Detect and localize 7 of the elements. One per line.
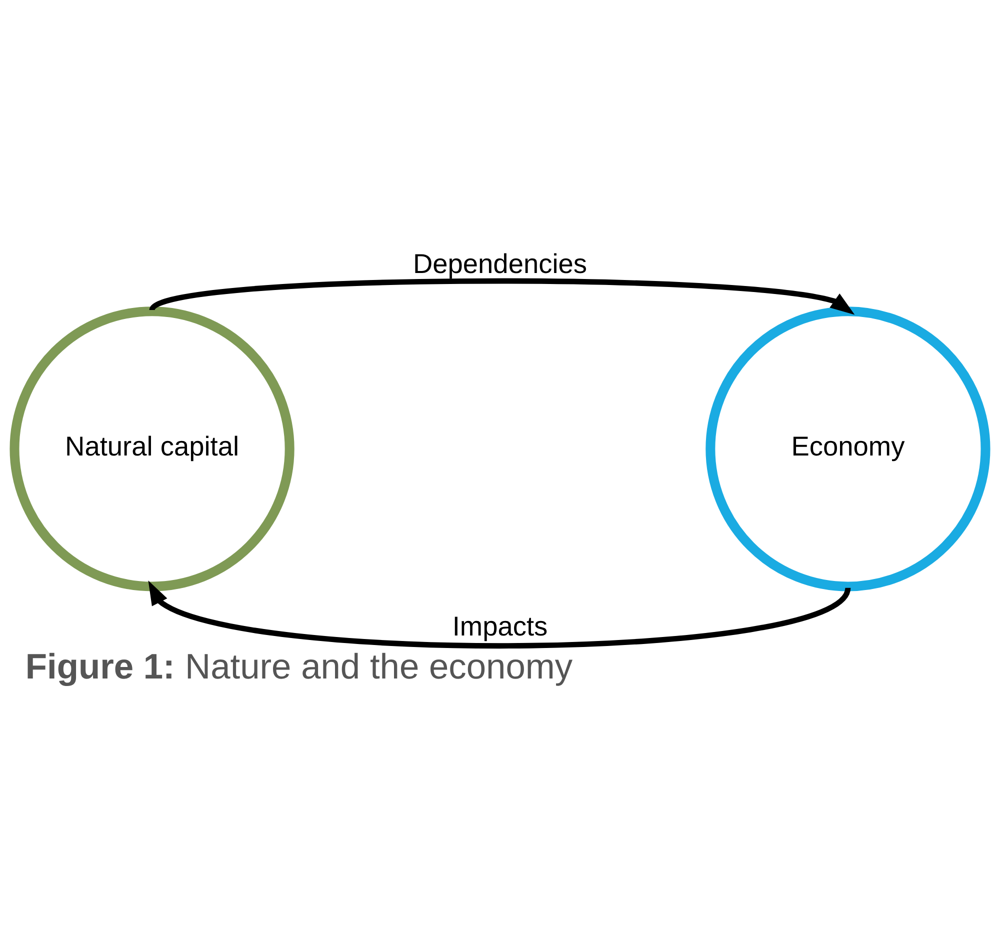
arrow xyxy=(150,278,855,315)
caption: Figure 1: Nature and the economy xyxy=(25,646,573,687)
node-circle: Natural capital xyxy=(10,306,294,592)
edge-label: Impacts xyxy=(452,610,548,642)
edge-label: Dependencies xyxy=(412,248,588,280)
node-circle: Economy xyxy=(706,306,990,592)
arrow xyxy=(148,580,850,648)
